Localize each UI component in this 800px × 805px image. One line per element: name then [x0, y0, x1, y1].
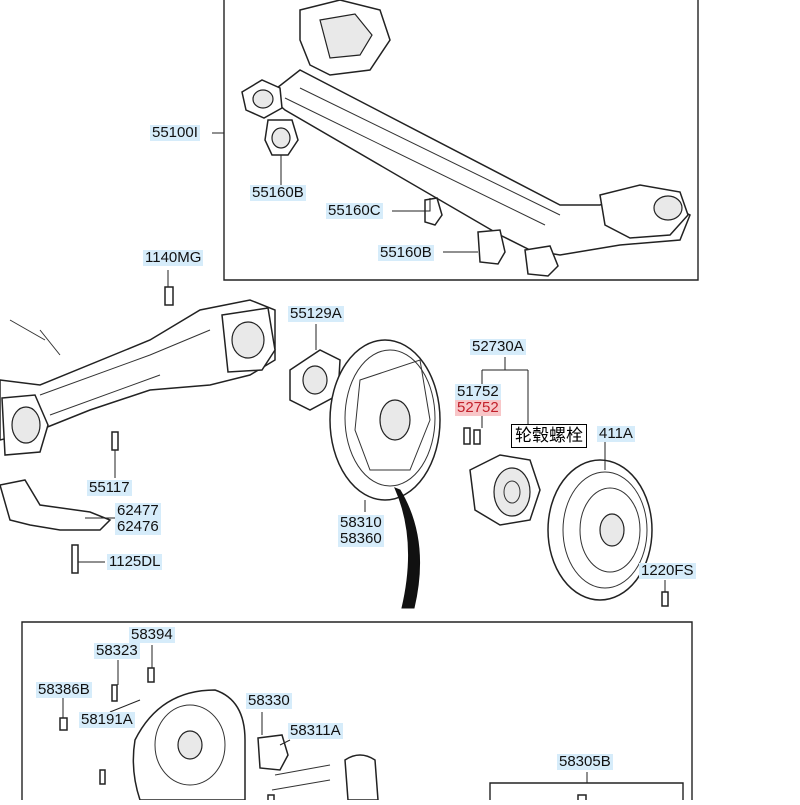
label-58191a[interactable]: 58191A: [79, 711, 135, 728]
label-51752[interactable]: 51752: [455, 383, 501, 400]
label-62477[interactable]: 62477: [115, 502, 161, 519]
label-55117[interactable]: 55117: [87, 479, 132, 496]
label-58360[interactable]: 58360: [338, 530, 384, 547]
brake-drum: [547, 459, 669, 607]
label-55100i[interactable]: 55100I: [150, 124, 200, 141]
label-52752-highlighted[interactable]: 52752: [455, 399, 501, 416]
label-58323[interactable]: 58323: [94, 642, 140, 659]
pointer-arrow: [394, 487, 421, 609]
label-55129a[interactable]: 55129A: [288, 305, 344, 322]
label-411a[interactable]: 411A: [597, 425, 635, 442]
brake-group-frame: [21, 621, 693, 800]
lower-brake-detail: [59, 667, 587, 802]
axle-group-frame: [223, 0, 699, 281]
brake-backing-plate: [329, 339, 441, 501]
label-58394[interactable]: 58394: [129, 626, 175, 643]
leader-lines: [62, 132, 666, 783]
label-58330[interactable]: 58330: [246, 692, 292, 709]
label-52730a[interactable]: 52730A: [470, 338, 526, 355]
label-55160c[interactable]: 55160C: [326, 202, 383, 219]
trailing-arm: [0, 286, 276, 574]
label-58305b[interactable]: 58305B: [557, 753, 613, 770]
label-58311a[interactable]: 58311A: [288, 722, 343, 739]
hub-bearing: [463, 427, 541, 526]
label-55160b-lower[interactable]: 55160B: [378, 244, 434, 261]
label-58310[interactable]: 58310: [338, 514, 384, 531]
label-1140mg[interactable]: 1140MG: [143, 249, 204, 266]
rear-axle-beam: [241, 0, 691, 277]
label-55160b-upper[interactable]: 55160B: [250, 184, 306, 201]
hover-tooltip: 轮毂螺栓: [511, 424, 587, 448]
label-1220fs[interactable]: 1220FS: [639, 562, 696, 579]
label-58386b[interactable]: 58386B: [36, 681, 92, 698]
label-1125dl[interactable]: 1125DL: [107, 553, 163, 570]
label-62476[interactable]: 62476: [115, 518, 161, 535]
